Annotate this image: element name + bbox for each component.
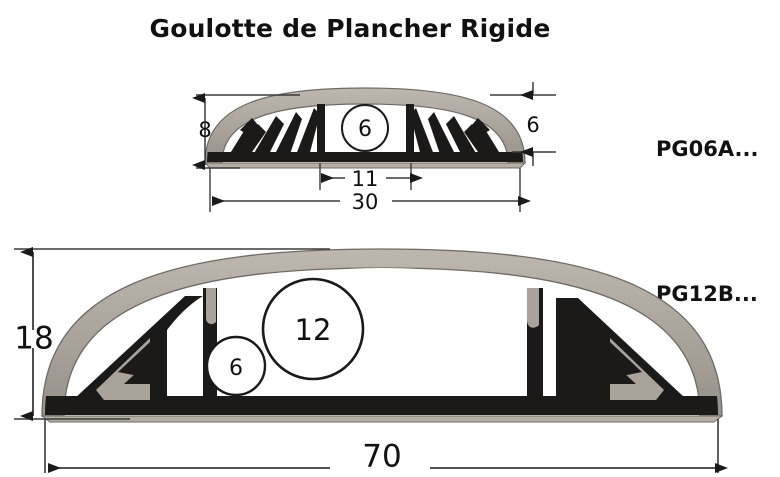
profile-pg06a: 6 8 6 xyxy=(192,82,556,214)
part-label-pg06a: PG06A... xyxy=(656,137,759,161)
dimension-height-8: 8 xyxy=(192,93,300,170)
page-title: Goulotte de Plancher Rigide xyxy=(149,14,551,43)
dimension-total-70-label: 70 xyxy=(362,439,401,475)
dimension-total-30: 30 xyxy=(209,168,531,214)
dimension-inner-11-label: 11 xyxy=(352,167,379,191)
dimension-height-8-label: 8 xyxy=(198,118,211,142)
cable-circle-6-top-label: 6 xyxy=(358,117,372,142)
dimension-height-18-label: 18 xyxy=(14,321,53,357)
dimension-total-70: 70 xyxy=(44,419,728,475)
profile-ribs-top xyxy=(207,104,523,162)
profile-pg12b: 12 6 18 70 xyxy=(14,247,728,475)
dimension-edge-6: 6 xyxy=(490,82,556,166)
cable-circle-12-bottom: 12 xyxy=(261,277,365,381)
profile-shell-bottom xyxy=(40,248,724,423)
dimension-edge-6-label: 6 xyxy=(526,113,539,137)
cable-circle-12-label: 12 xyxy=(295,313,332,347)
dimension-total-30-label: 30 xyxy=(352,190,379,214)
part-label-pg12b: PG12B... xyxy=(656,282,758,306)
cable-circle-6-top: 6 xyxy=(341,104,389,152)
dimension-inner-11: 11 xyxy=(319,163,423,191)
cable-circle-6-bottom-label: 6 xyxy=(229,356,243,381)
dimension-height-18: 18 xyxy=(14,247,330,421)
cable-circle-6-bottom: 6 xyxy=(205,335,267,397)
